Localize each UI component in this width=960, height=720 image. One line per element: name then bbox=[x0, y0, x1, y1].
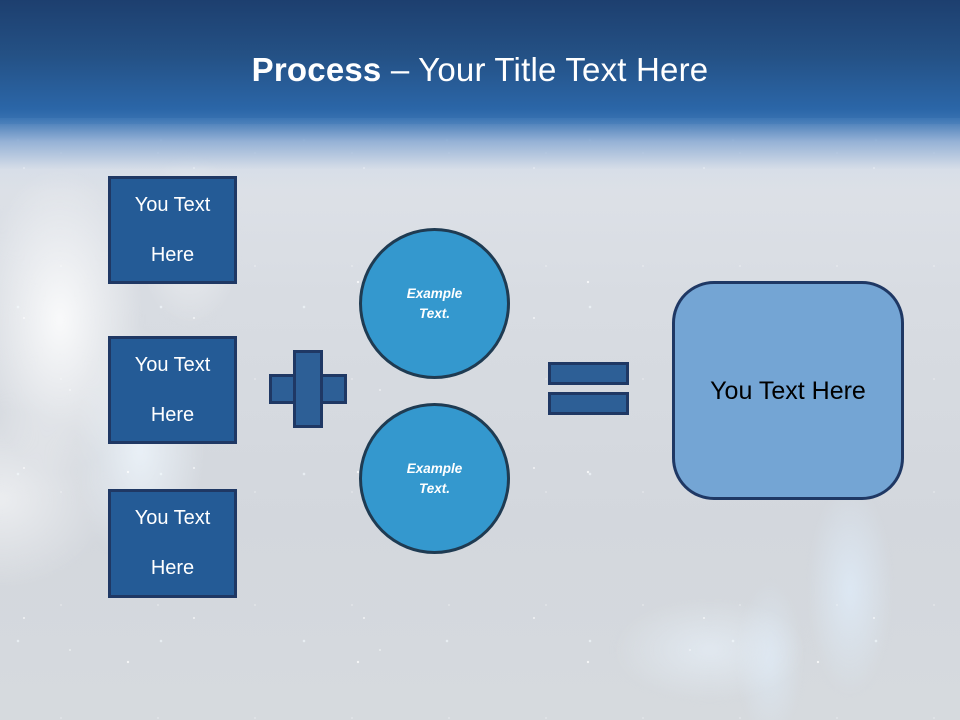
example-circle-1[interactable]: Example Text. bbox=[359, 228, 510, 379]
page-title-rest: – Your Title Text Here bbox=[381, 51, 709, 88]
plus-icon-center-patch bbox=[296, 377, 320, 401]
example-circle-2-line1: Example bbox=[406, 460, 463, 476]
example-circle-2-line2: Text. bbox=[418, 480, 450, 496]
result-box-label: You Text Here bbox=[710, 376, 866, 405]
input-box-2-line1: You Text bbox=[134, 353, 211, 376]
input-box-2-text: You Text Here bbox=[135, 353, 211, 428]
equals-icon bbox=[548, 362, 629, 415]
example-circle-2[interactable]: Example Text. bbox=[359, 403, 510, 554]
example-circle-1-text: Example Text. bbox=[407, 284, 463, 324]
page-title-bold: Process bbox=[251, 51, 382, 88]
page-title: Process – Your Title Text Here bbox=[0, 50, 960, 90]
input-box-1-line2: Here bbox=[150, 243, 195, 266]
example-circle-2-text: Example Text. bbox=[407, 459, 463, 499]
equals-icon-bottom-bar bbox=[548, 392, 629, 415]
example-circle-1-line2: Text. bbox=[418, 305, 450, 321]
input-box-1-text: You Text Here bbox=[135, 193, 211, 268]
input-box-2-line2: Here bbox=[150, 403, 195, 426]
input-box-3-line1: You Text bbox=[134, 507, 211, 529]
result-box[interactable]: You Text Here bbox=[672, 281, 904, 500]
input-box-3[interactable]: You Text Here bbox=[108, 489, 237, 598]
plus-icon bbox=[269, 350, 347, 428]
input-box-1[interactable]: You Text Here bbox=[108, 176, 237, 284]
example-circle-1-line1: Example bbox=[406, 285, 463, 301]
input-box-3-text: You Text Here bbox=[135, 506, 211, 581]
input-box-3-line2: Here bbox=[150, 557, 195, 579]
input-box-1-line1: You Text bbox=[134, 193, 211, 216]
equals-icon-top-bar bbox=[548, 362, 629, 385]
input-box-2[interactable]: You Text Here bbox=[108, 336, 237, 444]
title-banner bbox=[0, 0, 960, 124]
